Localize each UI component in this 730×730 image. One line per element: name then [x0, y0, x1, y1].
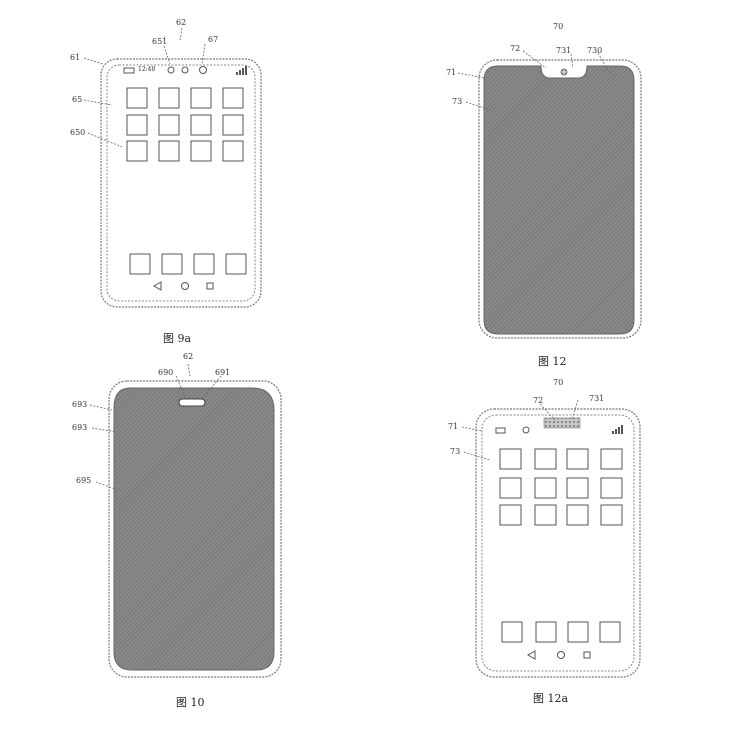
figure-caption: 图 10 [176, 696, 205, 709]
ref-label: 693 [72, 400, 88, 409]
speaker-slot-icon [178, 398, 206, 407]
camera-area [543, 417, 581, 429]
figure-12 [457, 50, 642, 339]
dock [501, 621, 621, 643]
ref-label: 690 [158, 368, 174, 377]
ref-label: 695 [76, 476, 92, 485]
ref-label: 72 [533, 396, 544, 405]
app-icon[interactable] [222, 114, 244, 136]
app-icon[interactable] [126, 87, 148, 109]
ref-label: 71 [448, 422, 459, 431]
app-icon[interactable] [126, 114, 148, 136]
app-icon[interactable] [600, 448, 623, 470]
status-time: 12:48 [138, 66, 156, 73]
dock-icon[interactable] [225, 253, 247, 275]
signal-icon [612, 425, 623, 434]
app-icon[interactable] [158, 87, 180, 109]
sensor-icon [522, 426, 530, 434]
ref-label: 71 [446, 68, 457, 77]
dock-icon[interactable] [161, 253, 183, 275]
dock-icon[interactable] [501, 621, 523, 643]
app-icon[interactable] [126, 140, 148, 162]
ref-label: 73 [452, 97, 463, 106]
ref-label: 65 [72, 95, 83, 104]
dock-icon[interactable] [193, 253, 215, 275]
ref-label: 693 [72, 423, 88, 432]
home-icon[interactable] [557, 651, 565, 659]
app-icon[interactable] [499, 477, 522, 499]
notch-icon [199, 66, 207, 74]
dock-icon[interactable] [535, 621, 557, 643]
ref-label: 67 [208, 35, 219, 44]
app-icon[interactable] [534, 448, 557, 470]
app-icon[interactable] [534, 504, 557, 526]
app-icon[interactable] [222, 140, 244, 162]
app-icon[interactable] [600, 504, 623, 526]
ref-label: 730 [587, 46, 603, 55]
app-icon[interactable] [158, 114, 180, 136]
ref-label: 72 [510, 44, 521, 53]
signal-icon [236, 66, 247, 75]
app-icon[interactable] [566, 448, 589, 470]
recents-icon[interactable] [206, 282, 214, 290]
camera-icon [167, 66, 175, 74]
ref-label: 691 [215, 368, 231, 377]
dock-icon[interactable] [567, 621, 589, 643]
figure-9a [83, 27, 262, 308]
ref-label: 70 [553, 378, 564, 387]
app-icon[interactable] [534, 477, 557, 499]
recents-icon[interactable] [583, 651, 591, 659]
figure-caption: 图 12a [533, 692, 569, 705]
app-icon[interactable] [566, 504, 589, 526]
dock-icon[interactable] [599, 621, 621, 643]
app-icon[interactable] [499, 504, 522, 526]
app-icon[interactable] [190, 114, 212, 136]
ref-label: 70 [553, 22, 564, 31]
figure-caption: 图 9a [163, 332, 192, 345]
ref-label: 731 [556, 46, 572, 55]
figure-caption: 图 12 [538, 355, 567, 368]
camera-icon [560, 68, 568, 76]
ref-label: 73 [450, 447, 461, 456]
app-icon[interactable] [600, 477, 623, 499]
back-icon[interactable] [152, 281, 162, 291]
dock [129, 253, 247, 275]
app-icon[interactable] [190, 140, 212, 162]
ref-label: 62 [183, 352, 194, 361]
app-icon-grid [499, 448, 623, 526]
ref-label: 650 [70, 128, 86, 137]
back-icon[interactable] [526, 650, 536, 660]
app-icon[interactable] [158, 140, 180, 162]
app-icon[interactable] [566, 477, 589, 499]
figure-12a [461, 399, 641, 678]
app-icon[interactable] [499, 448, 522, 470]
figure-10 [89, 363, 282, 678]
app-icon[interactable] [190, 87, 212, 109]
battery-icon [495, 427, 506, 434]
ref-label: 651 [152, 37, 168, 46]
battery-icon [123, 67, 135, 74]
dock-icon[interactable] [129, 253, 151, 275]
ref-label: 62 [176, 18, 187, 27]
sensor-icon [181, 66, 189, 74]
app-icon-grid [126, 87, 244, 162]
ref-label: 61 [70, 53, 81, 62]
status-bar [123, 66, 247, 75]
ref-label: 731 [589, 394, 605, 403]
app-icon[interactable] [222, 87, 244, 109]
home-icon[interactable] [181, 282, 189, 290]
